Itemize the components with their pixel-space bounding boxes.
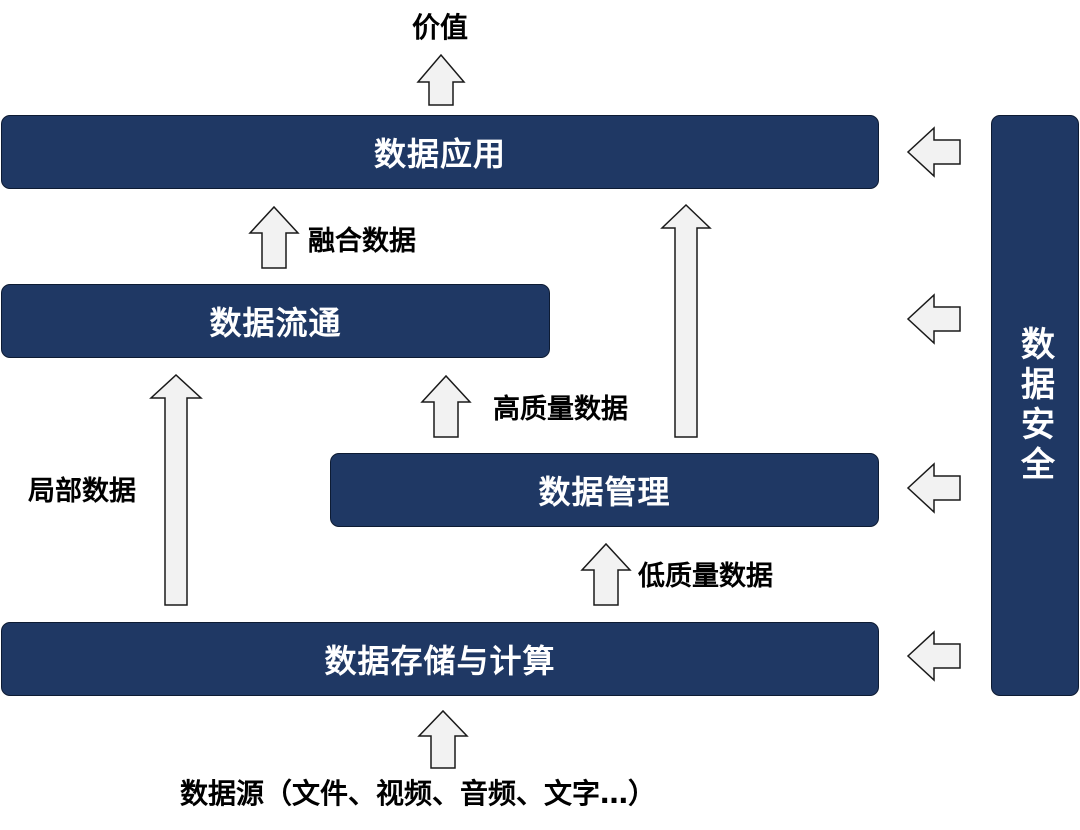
box-data-application: 数据应用 [1, 115, 879, 189]
box-data-security: 数据安全 [991, 115, 1079, 696]
arrow-up-local-data [149, 373, 203, 606]
value-label: 价值 [412, 11, 469, 44]
box-data-storage-compute: 数据存储与计算 [1, 622, 879, 696]
label-low-quality-data: 低质量数据 [638, 561, 773, 592]
arrow-left-security-to-circulation [906, 293, 961, 345]
data-source-label: 数据源（文件、视频、音频、文字…） [180, 777, 657, 810]
label-fused-data: 融合数据 [308, 226, 416, 257]
label-local-data: 局部数据 [28, 476, 136, 507]
arrow-up-to-value [416, 53, 466, 106]
label-high-quality-data: 高质量数据 [493, 394, 628, 425]
arrow-left-security-to-storage [906, 630, 961, 682]
arrow-up-high-quality-data [420, 374, 472, 438]
arrow-up-management-to-application [660, 203, 712, 438]
arrow-left-security-to-management [906, 462, 961, 514]
arrow-up-fused-data [248, 205, 300, 269]
arrow-left-security-to-application [906, 126, 961, 178]
box-data-circulation: 数据流通 [1, 284, 550, 358]
arrow-up-low-quality-data [580, 542, 632, 606]
box-data-management: 数据管理 [330, 453, 879, 527]
arrow-up-from-source [417, 709, 469, 769]
